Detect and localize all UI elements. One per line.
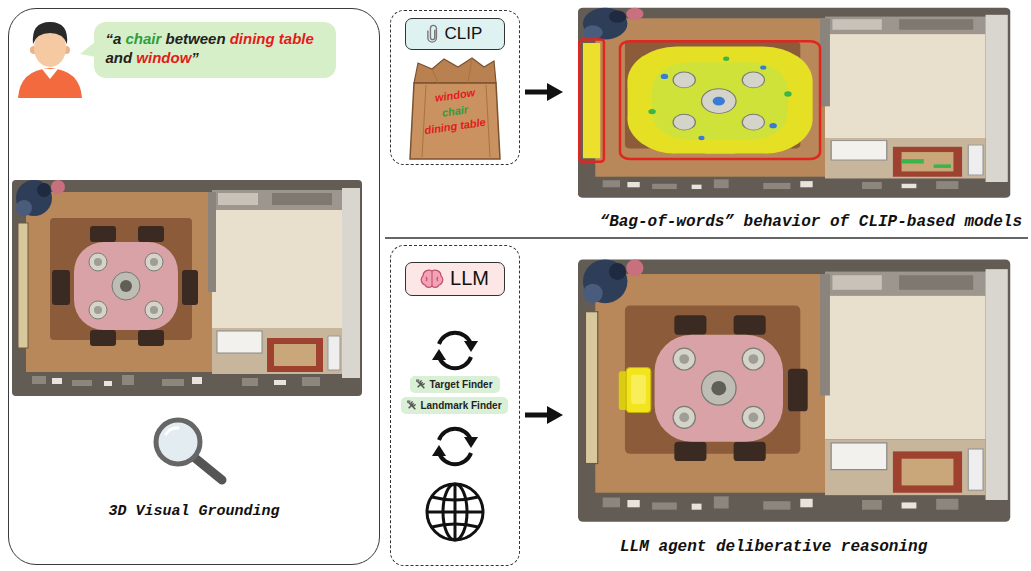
tool-icon — [420, 381, 424, 385]
clip-result-scan — [648, 109, 655, 114]
result-image: LLM agent deliberative reasoning — [575, 255, 1025, 525]
clip-icon — [427, 25, 436, 42]
arrow-shaft — [525, 90, 549, 95]
clip-result-scan — [723, 57, 729, 61]
clip-result-scan — [760, 65, 766, 69]
magnifier-icon — [166, 428, 178, 434]
globe-icon — [427, 484, 483, 540]
tool-pill: Target Finder — [410, 376, 500, 393]
loop-icon — [432, 349, 446, 360]
clip-result-scan — [578, 8, 1010, 198]
result-image: “Bag-of-words” behavior of CLIP-based mo… — [575, 5, 1025, 201]
loop-icon — [464, 341, 478, 352]
loop-icon — [432, 437, 478, 456]
tool-icon — [416, 379, 419, 382]
user-avatar — [33, 22, 67, 44]
image-caption: LLM agent deliberative reasoning — [620, 538, 927, 556]
clip-result-scan — [661, 65, 777, 140]
clip-result-scan — [627, 46, 812, 153]
clip-result-scan — [620, 41, 820, 159]
model-box: LLM — [405, 262, 505, 296]
flow-arrow — [525, 83, 563, 101]
globe-icon — [432, 524, 478, 527]
tool-icon — [416, 379, 426, 389]
clip-result-scan — [673, 72, 695, 88]
clip-result-scan — [583, 43, 600, 158]
panel-caption: 3D Visual Grounding — [9, 503, 379, 520]
clip-result-scan — [784, 91, 791, 96]
arrow-head — [547, 83, 563, 101]
clip-result-scan — [742, 114, 764, 130]
clip-result-scan — [673, 114, 695, 130]
image-caption: “Bag-of-words” behavior of CLIP-based mo… — [600, 213, 1022, 231]
arrow-shaft — [525, 413, 549, 418]
loop-icon — [439, 333, 471, 369]
loop-icon — [439, 429, 471, 465]
llm-result-scan — [578, 259, 1010, 521]
brain-icon — [426, 271, 438, 286]
clip-result-scan — [673, 72, 764, 130]
brain-icon — [420, 269, 444, 289]
bag-shape — [422, 58, 490, 157]
globe-icon — [427, 484, 483, 540]
clip-panel: CLIP windowchairdining table — [390, 10, 520, 165]
loop-icon — [432, 445, 446, 456]
arrow-head — [547, 406, 563, 424]
clip-result-scan — [713, 97, 725, 106]
loop-icon — [432, 341, 478, 360]
query-text: “a chair between dining table and window… — [106, 30, 314, 67]
grounding-panel: “a chair between dining table and window… — [8, 8, 380, 565]
speech-bubble: “a chair between dining table and window… — [94, 22, 336, 78]
globe-icon — [427, 511, 483, 514]
tool-label: Landmark Finder — [420, 400, 501, 411]
tool-icon — [411, 402, 415, 406]
tool-icon — [418, 381, 425, 388]
tool-pill: Landmark Finder — [401, 397, 507, 414]
clip-result-scan — [934, 164, 951, 168]
bag-shape — [414, 58, 496, 83]
user-avatar — [18, 68, 82, 98]
tool-icon — [407, 400, 417, 410]
clip-result-scan — [652, 62, 788, 139]
tool-icon — [407, 400, 410, 403]
clip-icon — [427, 24, 439, 44]
clip-result-scan — [578, 8, 1010, 198]
magnifier-icon — [156, 420, 222, 480]
tool-icon — [409, 402, 416, 409]
brain-icon — [421, 270, 442, 287]
loop-icon — [464, 437, 478, 448]
user-avatar — [42, 69, 58, 79]
paper-bag: windowchairdining table — [408, 55, 502, 161]
clip-result-scan — [742, 72, 764, 88]
llm-result-scan — [631, 375, 646, 404]
divider-line — [385, 237, 1028, 239]
user-avatar — [18, 22, 82, 98]
clip-result-scan — [902, 159, 924, 163]
magnifier-icon — [156, 420, 200, 464]
scene-scan — [12, 180, 362, 396]
llm-result-scan — [626, 368, 651, 413]
tool-label: Target Finder — [429, 379, 492, 390]
llm-result-scan — [578, 259, 1010, 521]
magnifier-icon — [195, 458, 222, 480]
model-label: LLM — [450, 267, 489, 290]
clip-result-scan — [579, 39, 604, 161]
clip-result-scan — [769, 123, 776, 128]
model-box: CLIP — [405, 18, 505, 50]
clip-result-scan — [661, 74, 668, 79]
clip-result-scan — [702, 89, 737, 114]
flow-arrow — [525, 406, 563, 424]
model-label: CLIP — [445, 24, 483, 44]
globe-icon — [432, 497, 478, 500]
scene-scan — [12, 180, 362, 396]
clip-result-scan — [648, 57, 951, 168]
clip-result-scan — [698, 136, 704, 140]
llm-panel: LLM Target FinderLandmark Finder — [390, 245, 520, 566]
